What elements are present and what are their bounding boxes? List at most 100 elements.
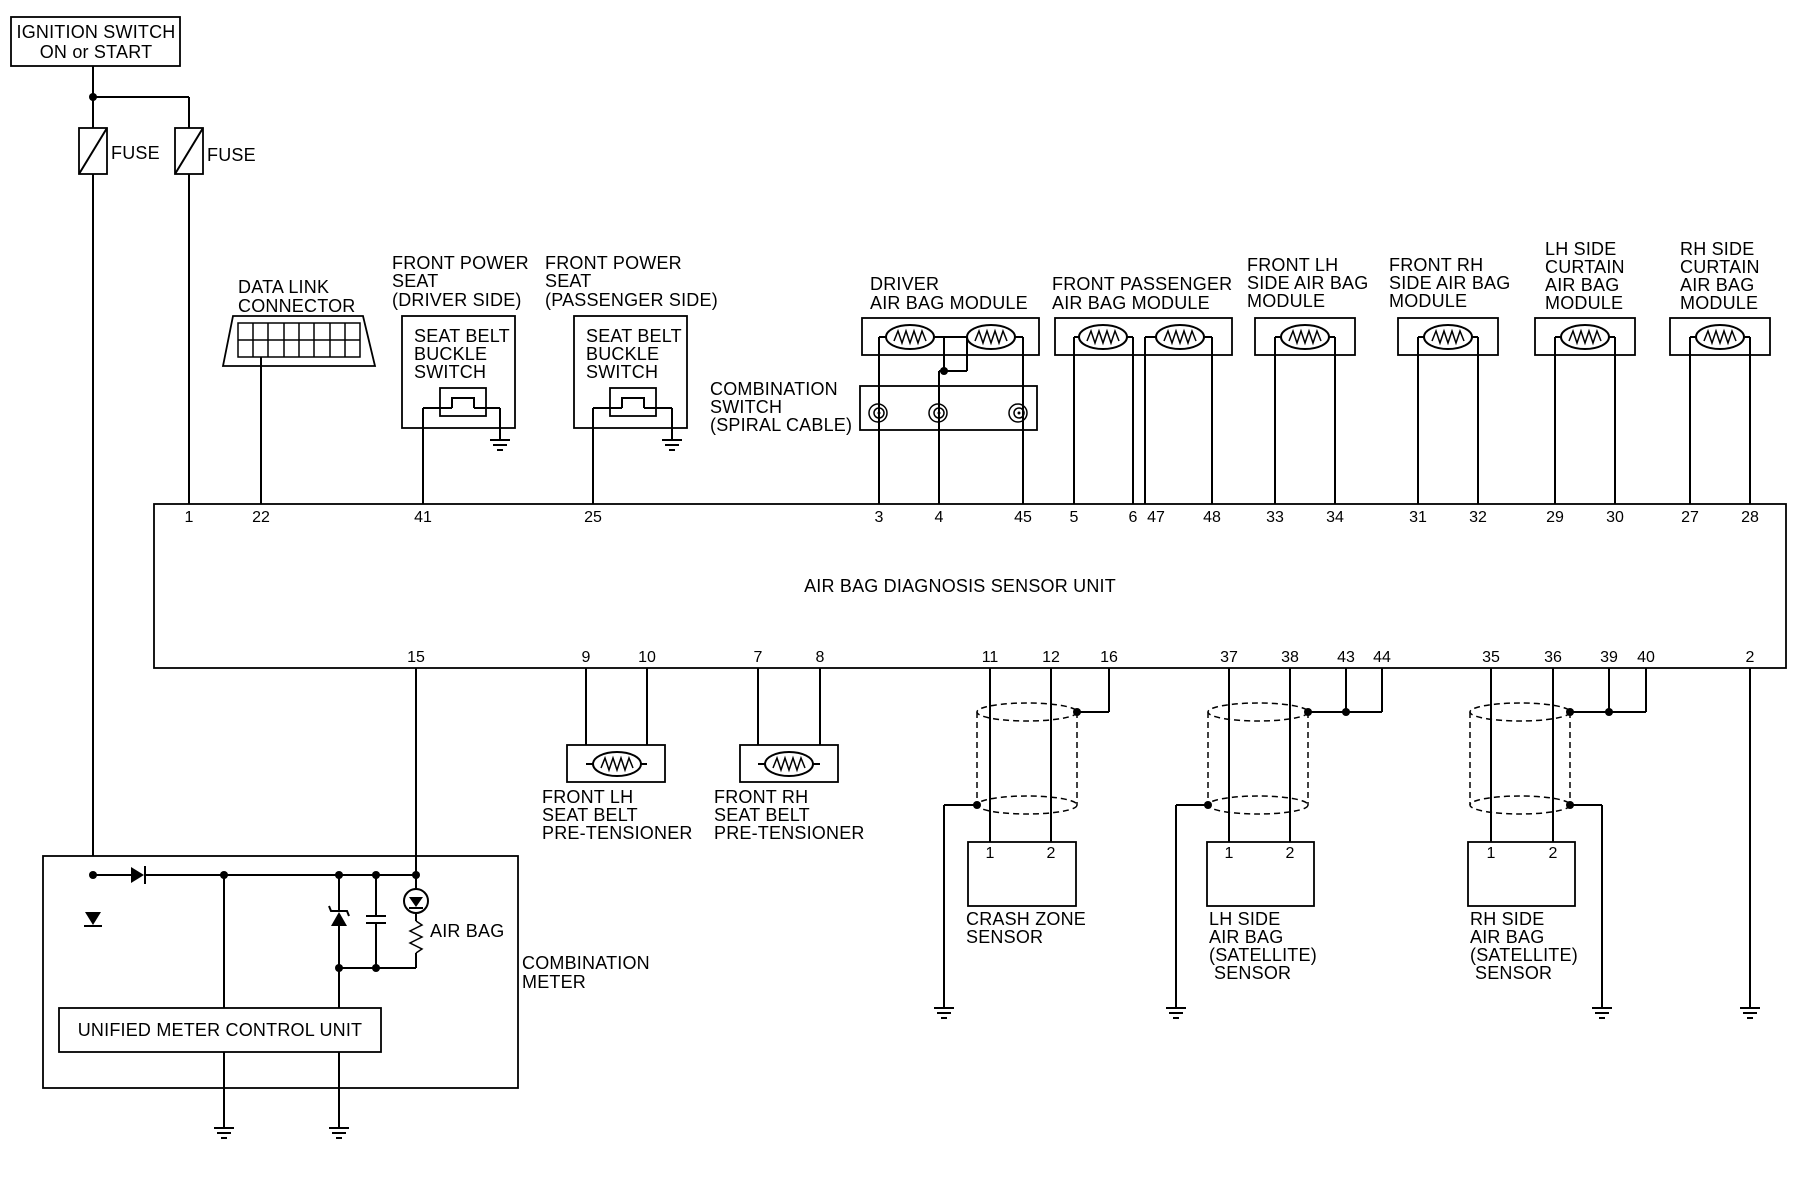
lh-curtain-line1: LH SIDE xyxy=(1545,239,1616,259)
rh-curtain-line2: CURTAIN xyxy=(1680,257,1760,277)
air-bag-lamp-label: AIR BAG xyxy=(430,921,504,941)
pin-label: 22 xyxy=(252,509,270,526)
rh-satellite-pin2: 2 xyxy=(1549,845,1558,862)
combination-switch-line2: SWITCH xyxy=(710,397,782,417)
pin-label: 48 xyxy=(1203,509,1221,526)
rh-side-module-line1: FRONT RH xyxy=(1389,255,1483,275)
pin-label: 31 xyxy=(1409,509,1427,526)
pin-label: 44 xyxy=(1373,649,1391,666)
data-link-label-line1: DATA LINK xyxy=(238,277,329,297)
combination-meter-line1: COMBINATION xyxy=(522,953,650,973)
rh-pretensioner-line1: FRONT RH xyxy=(714,787,808,807)
passenger-airbag-module: FRONT PASSENGER AIR BAG MODULE xyxy=(1052,274,1233,504)
ignition-label-line2: ON or START xyxy=(40,42,153,62)
buckle-switch-driver-line2: BUCKLE xyxy=(414,344,487,364)
data-link-connector: DATA LINK CONNECTOR xyxy=(221,277,377,504)
pin-label: 5 xyxy=(1070,509,1079,526)
buckle-switch-passenger-line2: BUCKLE xyxy=(586,344,659,364)
rh-satellite-line4: SENSOR xyxy=(1475,963,1552,983)
pin-label: 33 xyxy=(1266,509,1284,526)
driver-module-line1: DRIVER xyxy=(870,274,939,294)
front-rh-pretensioner: FRONT RH SEAT BELT PRE-TENSIONER xyxy=(714,668,864,843)
front-lh-pretensioner: FRONT LH SEAT BELT PRE-TENSIONER xyxy=(542,668,692,843)
lh-curtain-line3: AIR BAG xyxy=(1545,275,1619,295)
pin-label: 10 xyxy=(638,649,656,666)
combination-switch: COMBINATION SWITCH (SPIRAL CABLE) xyxy=(710,379,1038,435)
ground-icon xyxy=(490,439,510,451)
pin-label: 7 xyxy=(754,649,763,666)
crash-zone-line1: CRASH ZONE xyxy=(966,909,1086,929)
meter-control-unit-label: UNIFIED METER CONTROL UNIT xyxy=(78,1020,363,1040)
pin-label: 12 xyxy=(1042,649,1060,666)
pin-label: 6 xyxy=(1129,509,1138,526)
pin-label: 28 xyxy=(1741,509,1759,526)
passenger-module-line2: AIR BAG MODULE xyxy=(1052,293,1210,313)
pin-label: 38 xyxy=(1281,649,1299,666)
rh-curtain-line4: MODULE xyxy=(1680,293,1758,313)
pin-label: 3 xyxy=(875,509,884,526)
rh-satellite-line1: RH SIDE xyxy=(1470,909,1544,929)
air-bag-diagnosis-sensor-unit: AIR BAG DIAGNOSIS SENSOR UNIT 1 22 41 25… xyxy=(153,503,1787,669)
pin-label: 30 xyxy=(1606,509,1624,526)
front-rh-side-airbag-module: FRONT RH SIDE AIR BAG MODULE xyxy=(1389,255,1510,504)
ground-icon xyxy=(214,1127,234,1139)
lh-side-module-line1: FRONT LH xyxy=(1247,255,1338,275)
pin-label: 39 xyxy=(1600,649,1618,666)
pin-label: 36 xyxy=(1544,649,1562,666)
pin-label: 41 xyxy=(414,509,432,526)
lh-pretensioner-line1: FRONT LH xyxy=(542,787,633,807)
seat-passenger-line3: (PASSENGER SIDE) xyxy=(545,290,718,310)
lh-curtain-line4: MODULE xyxy=(1545,293,1623,313)
lh-satellite-line4: SENSOR xyxy=(1214,963,1291,983)
fuse-2-label: FUSE xyxy=(207,145,256,165)
diode-icon xyxy=(84,912,102,927)
rh-side-module-line3: MODULE xyxy=(1389,291,1467,311)
zener-diode-icon xyxy=(328,905,350,926)
combination-switch-line3: (SPIRAL CABLE) xyxy=(710,415,852,435)
rh-satellite-line3: (SATELLITE) xyxy=(1470,945,1578,965)
pin-label: 9 xyxy=(582,649,591,666)
seat-driver-line1: FRONT POWER xyxy=(392,253,529,273)
ignition-label-line1: IGNITION SWITCH xyxy=(17,22,176,42)
fuse-1-label: FUSE xyxy=(111,143,160,163)
data-link-label-line2: CONNECTOR xyxy=(238,296,355,316)
rh-satellite-sensor: 1 2 RH SIDE AIR BAG (SATELLITE) SENSOR xyxy=(1467,668,1647,1019)
seat-driver-line3: (DRIVER SIDE) xyxy=(392,290,522,310)
lh-pretensioner-line2: SEAT BELT xyxy=(542,805,638,825)
pin-label: 40 xyxy=(1637,649,1655,666)
switch-icon xyxy=(439,387,487,417)
pin-label: 1 xyxy=(185,509,194,526)
rh-side-module-line2: SIDE AIR BAG xyxy=(1389,273,1510,293)
buckle-switch-passenger-line1: SEAT BELT xyxy=(586,326,682,346)
ground-icon xyxy=(662,439,682,451)
lh-side-curtain-airbag-module: LH SIDE CURTAIN AIR BAG MODULE xyxy=(1534,239,1636,504)
pin-label: 4 xyxy=(935,509,944,526)
lh-satellite-sensor: 1 2 LH SIDE AIR BAG (SATELLITE) SENSOR xyxy=(1166,668,1383,1019)
buckle-switch-passenger-line3: SWITCH xyxy=(586,362,658,382)
seat-driver: FRONT POWER SEAT (DRIVER SIDE) SEAT BELT… xyxy=(392,253,529,504)
lh-satellite-line2: AIR BAG xyxy=(1209,927,1283,947)
pin-label: 8 xyxy=(816,649,825,666)
resistor-icon xyxy=(408,920,424,954)
crash-zone-pin2: 2 xyxy=(1047,845,1056,862)
lh-satellite-pin1: 1 xyxy=(1225,845,1234,862)
ground-icon xyxy=(934,1007,954,1019)
lh-satellite-pin2: 2 xyxy=(1286,845,1295,862)
passenger-module-line1: FRONT PASSENGER xyxy=(1052,274,1232,294)
rh-curtain-line1: RH SIDE xyxy=(1680,239,1754,259)
pin-label: 43 xyxy=(1337,649,1355,666)
ground-icon xyxy=(329,1127,349,1139)
pin-label: 15 xyxy=(407,649,425,666)
lh-side-module-line3: MODULE xyxy=(1247,291,1325,311)
pin-label: 32 xyxy=(1469,509,1487,526)
seat-passenger-line1: FRONT POWER xyxy=(545,253,682,273)
unit-ground xyxy=(1740,668,1760,1019)
lh-side-module-line2: SIDE AIR BAG xyxy=(1247,273,1368,293)
seat-passenger-line2: SEAT xyxy=(545,271,591,291)
pin-label: 37 xyxy=(1220,649,1238,666)
buckle-switch-driver-line1: SEAT BELT xyxy=(414,326,510,346)
pin-label: 16 xyxy=(1100,649,1118,666)
pin-label: 11 xyxy=(982,649,999,666)
combination-meter-line2: METER xyxy=(522,972,586,992)
